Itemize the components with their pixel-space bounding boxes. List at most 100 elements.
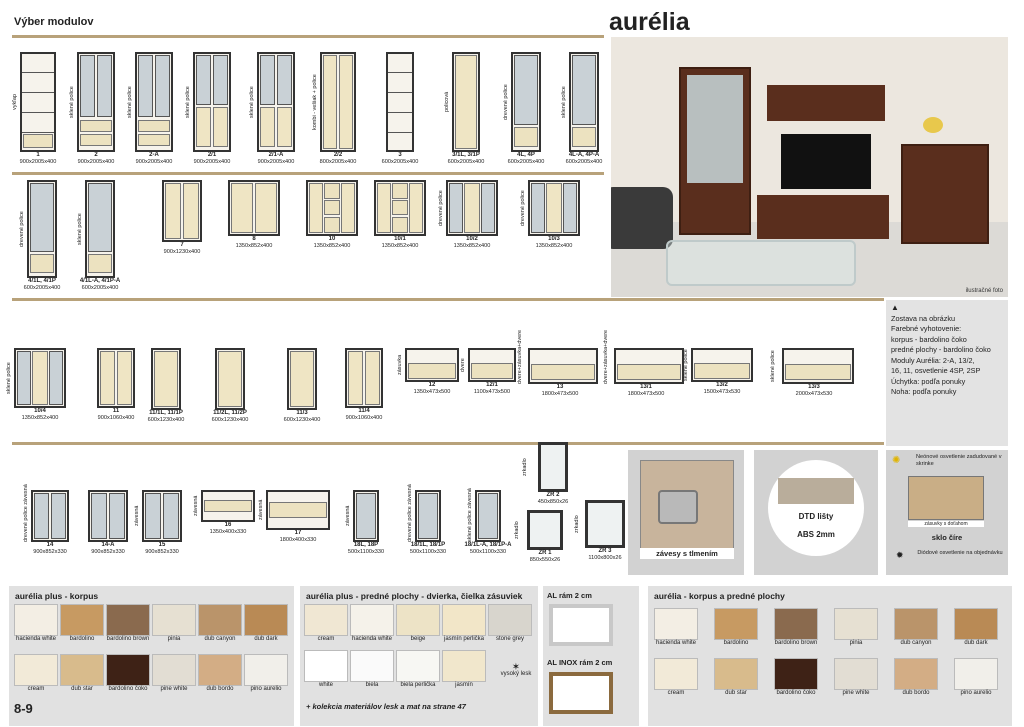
info-line: Moduly Aurélia: 2-A, 13/2, bbox=[891, 355, 975, 365]
module-note: závesná bbox=[193, 495, 199, 517]
al-frame-label: AL rám 2 cm bbox=[547, 591, 592, 600]
divider bbox=[12, 442, 884, 445]
swatch-chip bbox=[442, 650, 486, 682]
swatch-name: dub dark bbox=[964, 640, 988, 646]
swatch-chip bbox=[442, 604, 486, 636]
swatch-pino-aurelio: pino aurelio bbox=[244, 654, 288, 693]
module-note: drevené police závesná bbox=[407, 484, 413, 542]
module-drawing bbox=[475, 490, 501, 542]
module-note: sklené police bbox=[185, 86, 191, 118]
module-dimensions: 1800x400x330 bbox=[279, 537, 317, 543]
swatch-pino-aurelio: pino aurelio bbox=[954, 658, 998, 697]
swatch-chip bbox=[654, 608, 698, 640]
gloss-note: ✶vysoký lesk bbox=[496, 663, 536, 678]
module-drawing bbox=[77, 52, 115, 152]
module-code: 4/1L-A, 4/1P-A bbox=[79, 278, 121, 284]
mirror-frame bbox=[538, 442, 568, 492]
module-code: 12 bbox=[428, 382, 436, 388]
glass-door bbox=[531, 183, 546, 233]
module-code: 12/1 bbox=[486, 382, 498, 388]
module-drawing bbox=[97, 348, 135, 408]
swatch-chip bbox=[350, 650, 394, 682]
module-drawing bbox=[782, 348, 854, 384]
module-drawing bbox=[353, 490, 379, 542]
module-note: sklené police závesná bbox=[467, 488, 473, 542]
glass-door bbox=[51, 493, 66, 539]
door bbox=[377, 183, 392, 233]
swatch-dub-bordo: dub bordo bbox=[894, 658, 938, 697]
drawer bbox=[324, 183, 340, 199]
swatch-dub-canyon: dub canyon bbox=[894, 608, 938, 647]
swatch-name: cream bbox=[317, 636, 335, 642]
module-note: závesná bbox=[134, 505, 140, 527]
swatch-chip bbox=[198, 604, 242, 636]
drawer bbox=[785, 364, 851, 381]
glass-door bbox=[80, 55, 95, 117]
module-dimensions: 500x1100x330 bbox=[469, 549, 507, 555]
glass-door bbox=[196, 55, 211, 105]
glass-door bbox=[449, 183, 464, 233]
module-code: 2-A bbox=[149, 152, 159, 158]
swatch-chip bbox=[488, 604, 532, 636]
swatch-dub-dark: dub dark bbox=[954, 608, 998, 647]
module-dimensions: 1100x473x500 bbox=[473, 389, 511, 395]
swatch-chip bbox=[396, 604, 440, 636]
swatch-name: hacienda white bbox=[655, 640, 697, 646]
door bbox=[277, 107, 292, 147]
module-dimensions: 1100x800x26 bbox=[588, 555, 622, 561]
drawer bbox=[269, 502, 327, 518]
swatch-cream: cream bbox=[654, 658, 698, 697]
hinge-feature: závesy s tlmením bbox=[628, 450, 744, 575]
page-number: 8-9 bbox=[14, 701, 33, 716]
shelf bbox=[22, 92, 54, 93]
module-code: 2/1-A bbox=[268, 152, 284, 158]
swatch-name: cream bbox=[27, 686, 45, 692]
drawer bbox=[138, 120, 170, 132]
door bbox=[323, 55, 337, 149]
module-code: 11/3 bbox=[296, 410, 308, 416]
module-code: 10/2 bbox=[466, 236, 478, 242]
door bbox=[365, 351, 380, 405]
swatch-chip bbox=[152, 654, 196, 686]
glass-door bbox=[572, 55, 596, 125]
door bbox=[100, 351, 115, 405]
module-dimensions: 600x2005x400 bbox=[447, 159, 485, 165]
module-dimensions: 900x1060x400 bbox=[97, 415, 135, 421]
swatch-hacienda-white: hacienda white bbox=[350, 604, 394, 643]
swatch-name: beige bbox=[410, 636, 426, 642]
door bbox=[309, 183, 324, 233]
glass-door bbox=[97, 55, 112, 117]
swatch-name: stone grey bbox=[495, 636, 525, 642]
swatch-name: pinia bbox=[849, 640, 863, 646]
module-code: 2/1 bbox=[207, 152, 217, 158]
module-dimensions: 900x2005x400 bbox=[19, 159, 57, 165]
module-drawing bbox=[14, 348, 66, 408]
glass-door bbox=[163, 493, 179, 539]
divider bbox=[12, 172, 604, 175]
module-code: 13/1 bbox=[640, 384, 652, 390]
module-code: 16 bbox=[224, 522, 232, 528]
al-frame-image bbox=[549, 604, 613, 646]
module-code: 18/1L-A, 18/1P-A bbox=[464, 542, 512, 548]
module-code: 11/2L, 11/2P bbox=[213, 410, 247, 416]
module-dimensions: 1350x852x400 bbox=[21, 415, 59, 421]
module-code: 8 bbox=[252, 236, 256, 242]
drawer bbox=[392, 199, 408, 216]
panel-title: aurélia - korpus a predné plochy bbox=[654, 591, 785, 601]
swatch-chip bbox=[304, 604, 348, 636]
info-line: 16, 11, osvetlenie 4SP, 2SP bbox=[891, 366, 981, 375]
